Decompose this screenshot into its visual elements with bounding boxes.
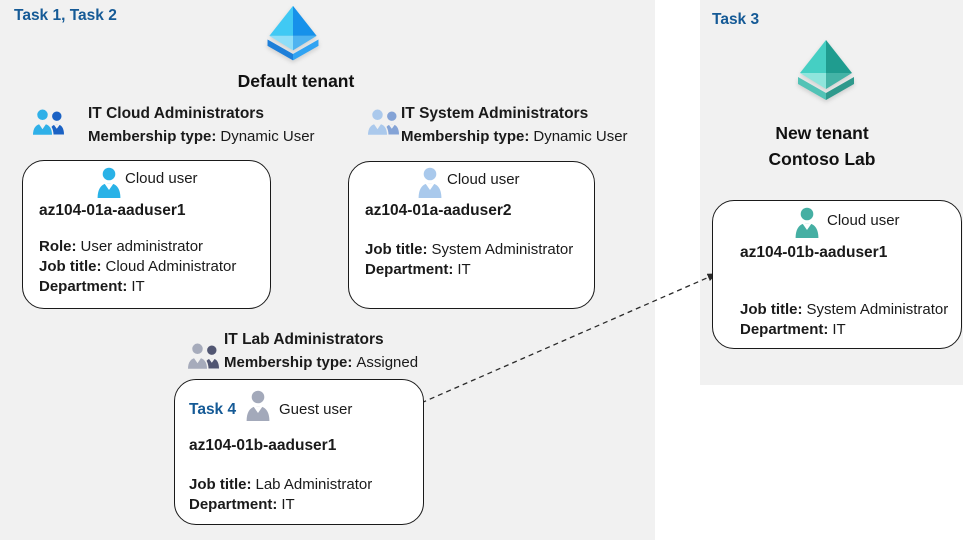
department-value: IT: [832, 321, 846, 338]
department-label: Department:: [189, 496, 278, 513]
membership-type-label: Membership type:: [88, 128, 217, 145]
job-title-field: Job title:Lab Administrator: [189, 475, 372, 495]
user-name: az104-01a-aaduser2: [365, 202, 512, 219]
user-name: az104-01b-aaduser1: [189, 437, 337, 454]
job-title-value: System Administrator: [806, 301, 949, 318]
department-value: IT: [281, 496, 295, 513]
job-title-value: System Administrator: [431, 241, 574, 258]
user-card-guest-user: Task 4 Guest user az104-01b-aaduser1 Job…: [174, 379, 424, 525]
department-value: IT: [131, 278, 145, 295]
user-fields: Role:User administrator Job title:Cloud …: [39, 237, 236, 297]
membership-type-value: Assigned: [356, 354, 419, 371]
department-field: Department:IT: [189, 495, 372, 515]
department-field: Department:IT: [365, 260, 573, 280]
task-1-2-label: Task 1, Task 2: [14, 7, 117, 24]
group-name-system-admins: IT System Administrators: [401, 105, 589, 122]
group-icon-cloud-admins: [31, 106, 66, 137]
cloud-user-icon: [794, 207, 820, 238]
group-icon-system-admins: [366, 106, 401, 137]
user-name: az104-01b-aaduser1: [740, 244, 888, 261]
group-membership-lab-admins: Membership type:Assigned: [224, 353, 418, 373]
user-type-label: Cloud user: [827, 212, 900, 229]
cloud-user-icon: [417, 167, 443, 198]
guest-user-icon: [245, 390, 271, 421]
user-fields: Job title:System Administrator Departmen…: [365, 240, 573, 280]
job-title-label: Job title:: [189, 476, 252, 493]
azure-ad-tenant-icon-teal: [798, 40, 854, 100]
membership-type-label: Membership type:: [401, 128, 530, 145]
group-membership-system-admins: Membership type:Dynamic User: [401, 127, 628, 147]
role-field: Role:User administrator: [39, 237, 236, 257]
membership-type-value: Dynamic User: [220, 128, 315, 145]
job-title-field: Job title:System Administrator: [365, 240, 573, 260]
new-tenant-title-line2: Contoso Lab: [768, 149, 876, 169]
job-title-value: Cloud Administrator: [105, 258, 237, 275]
user-name: az104-01a-aaduser1: [39, 202, 186, 219]
role-value: User administrator: [80, 238, 204, 255]
user-type-label: Guest user: [279, 401, 353, 418]
group-icon-lab-admins: [186, 340, 221, 371]
role-label: Role:: [39, 238, 77, 255]
department-field: Department:IT: [39, 277, 236, 297]
default-tenant-title: Default tenant: [237, 71, 355, 91]
new-tenant-title-line1: New tenant: [775, 123, 869, 143]
job-title-field: Job title:Cloud Administrator: [39, 257, 236, 277]
cloud-user-icon: [96, 167, 122, 198]
department-label: Department:: [365, 261, 454, 278]
group-name-cloud-admins: IT Cloud Administrators: [88, 105, 264, 122]
membership-type-value: Dynamic User: [533, 128, 628, 145]
department-label: Department:: [39, 278, 128, 295]
membership-type-label: Membership type:: [224, 354, 353, 371]
job-title-value: Lab Administrator: [255, 476, 373, 493]
user-fields: Job title:Lab Administrator Department:I…: [189, 475, 372, 515]
user-card-cloud-user-1: Cloud user az104-01a-aaduser1 Role:User …: [22, 160, 271, 309]
user-type-label: Cloud user: [447, 171, 520, 188]
department-value: IT: [457, 261, 471, 278]
department-label: Department:: [740, 321, 829, 338]
azure-ad-tenant-icon-blue: [267, 5, 319, 61]
user-card-new-tenant-user: Cloud user az104-01b-aaduser1 Job title:…: [712, 200, 962, 349]
user-fields: Job title:System Administrator Departmen…: [740, 300, 948, 340]
group-membership-cloud-admins: Membership type:Dynamic User: [88, 127, 315, 147]
job-title-label: Job title:: [740, 301, 803, 318]
job-title-label: Job title:: [365, 241, 428, 258]
job-title-label: Job title:: [39, 258, 102, 275]
group-name-lab-admins: IT Lab Administrators: [224, 331, 384, 348]
task-4-label: Task 4: [189, 401, 237, 418]
task-3-label: Task 3: [712, 11, 760, 28]
user-card-cloud-user-2: Cloud user az104-01a-aaduser2 Job title:…: [348, 161, 595, 309]
department-field: Department:IT: [740, 320, 948, 340]
job-title-field: Job title:System Administrator: [740, 300, 948, 320]
user-type-label: Cloud user: [125, 170, 198, 187]
